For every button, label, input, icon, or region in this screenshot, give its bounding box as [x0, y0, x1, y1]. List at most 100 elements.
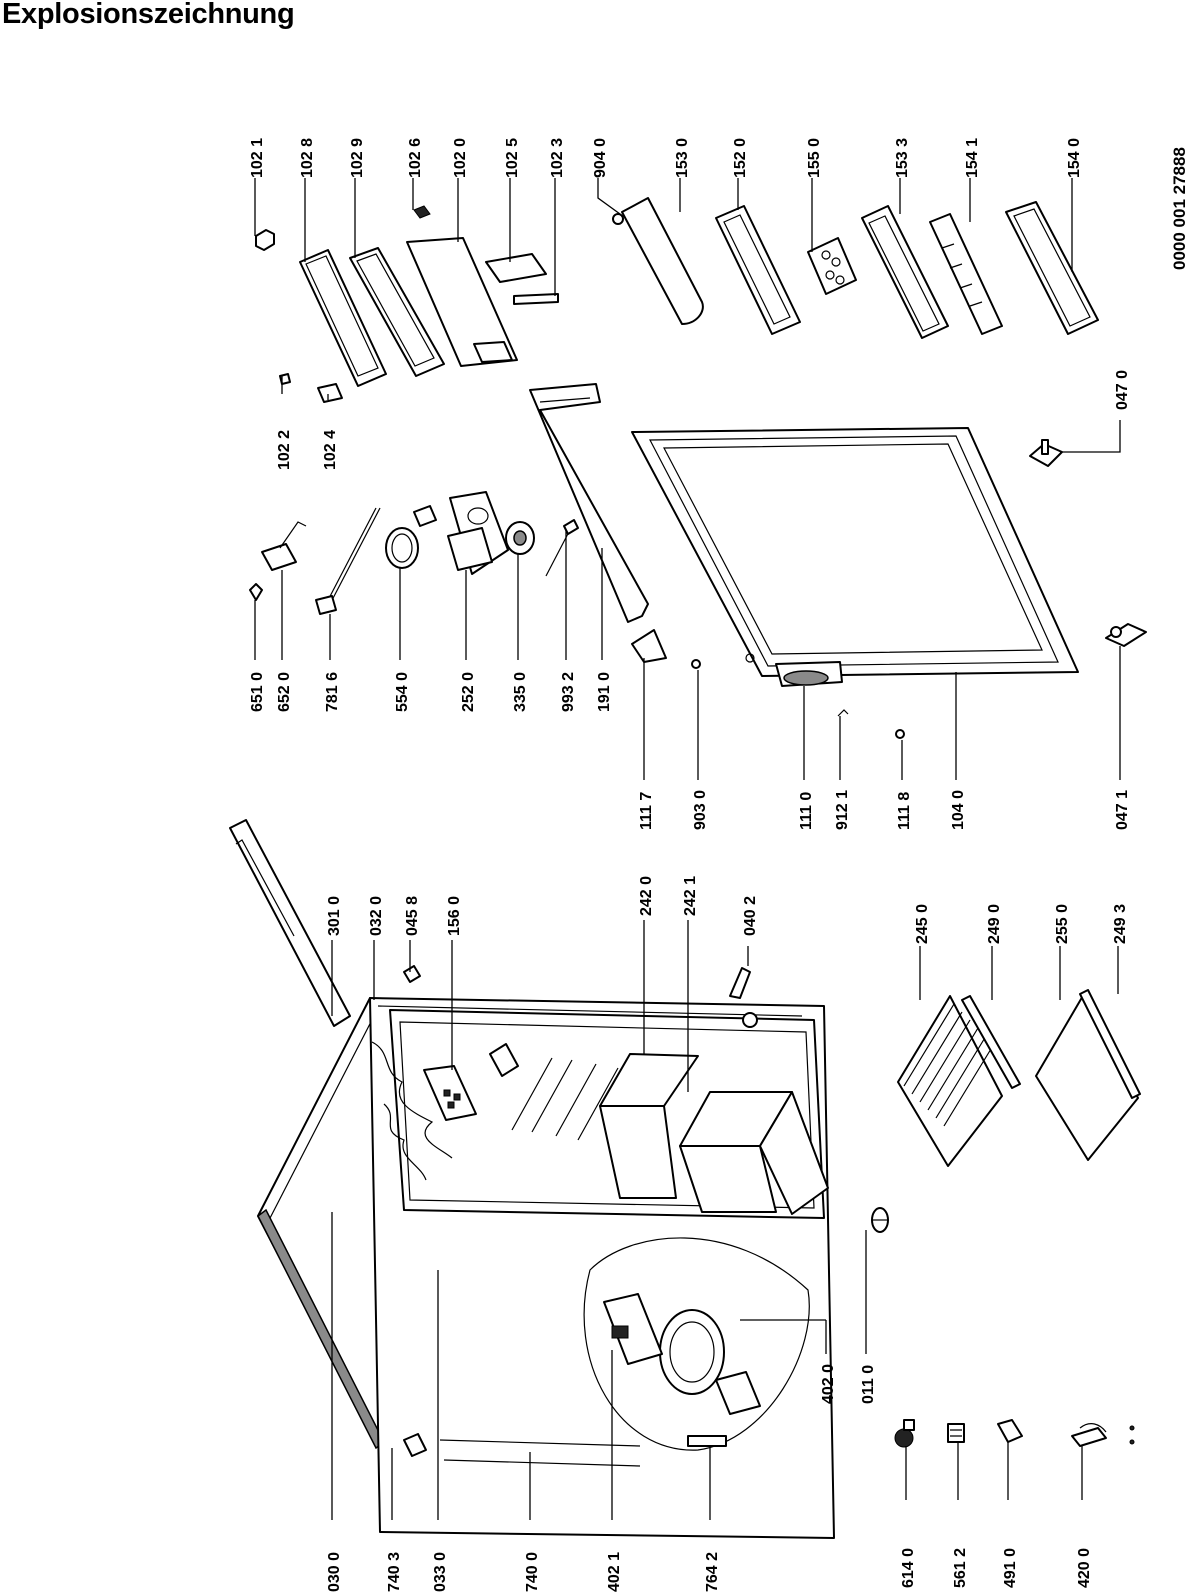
- part-label: 102 5: [504, 138, 521, 178]
- part-045-8: [403, 965, 421, 983]
- part-label: 033 0: [432, 1552, 449, 1592]
- part-102-1: [255, 229, 275, 251]
- part-label: 102 4: [322, 430, 339, 470]
- part-252-0-thermostat-housing: [447, 491, 509, 575]
- part-label: 040 2: [742, 896, 759, 936]
- part-153-0-door-bin: [621, 197, 704, 325]
- part-245-0-wire-shelf: [897, 995, 1003, 1167]
- part-011-0: [871, 1207, 889, 1233]
- part-label: 651 0: [249, 672, 266, 712]
- part-154-0-bottle-bin: [1005, 201, 1099, 335]
- part-242-1-crisper: [679, 1091, 829, 1215]
- part-652-0-switch: [261, 521, 307, 571]
- part-102-5-plate: [485, 253, 547, 283]
- part-label: 102 8: [299, 138, 316, 178]
- part-335-0-knob: [505, 521, 535, 555]
- part-label: 153 3: [894, 138, 911, 178]
- part-402-1-relay: [603, 1293, 663, 1365]
- part-249-0-shelf-trim: [961, 995, 1021, 1089]
- part-label: 781 6: [324, 672, 341, 712]
- part-label: 155 0: [806, 138, 823, 178]
- part-102-9-frame: [349, 247, 445, 377]
- part-label: 740 0: [524, 1552, 541, 1592]
- part-155-0-egg-tray: [807, 237, 857, 295]
- part-label: 249 0: [986, 904, 1003, 944]
- part-label: 249 3: [1112, 904, 1129, 944]
- part-040-2-hinge: [729, 967, 758, 1028]
- page-title: Explosionszeichnung: [2, 0, 295, 30]
- part-label: 912 1: [834, 790, 851, 830]
- part-104-0-door: [631, 427, 1079, 677]
- part-label: 154 0: [1066, 138, 1083, 178]
- part-561-2: [947, 1423, 965, 1443]
- part-label: 993 2: [560, 672, 577, 712]
- part-740-3: [403, 1433, 427, 1457]
- part-label: 903 0: [692, 790, 709, 830]
- part-label: 764 2: [704, 1552, 721, 1592]
- part-label: 045 8: [404, 896, 421, 936]
- part-label: 191 0: [596, 672, 613, 712]
- part-102-6: [413, 205, 431, 219]
- part-993-2: [545, 519, 579, 577]
- part-label: 904 0: [592, 138, 609, 178]
- part-label: 102 9: [349, 138, 366, 178]
- part-111-8: [895, 729, 905, 739]
- part-249-3-shelf-trim: [1079, 989, 1141, 1099]
- part-554-0-light-cover: [385, 505, 437, 569]
- part-label: 111 7: [638, 792, 655, 830]
- part-903-0: [691, 659, 701, 669]
- part-label: 104 0: [950, 790, 967, 830]
- part-491-0: [997, 1419, 1023, 1443]
- part-402-0-compressor: [659, 1309, 761, 1415]
- part-102-4: [317, 383, 343, 403]
- part-label: 011 0: [860, 1365, 877, 1404]
- part-label: 252 0: [460, 672, 477, 712]
- part-191-0-door-liner-strip: [529, 383, 649, 623]
- part-label: 491 0: [1002, 1548, 1019, 1588]
- part-764-2: [687, 1435, 727, 1447]
- part-111-7: [631, 629, 667, 663]
- part-label: 102 3: [549, 138, 566, 178]
- part-156-0-lamp-housing: [423, 1065, 477, 1121]
- part-label: 111 0: [798, 792, 815, 830]
- part-102-0-freezer-flap: [406, 237, 518, 367]
- part-label: 402 1: [606, 1552, 623, 1592]
- part-label: 047 0: [1114, 370, 1131, 410]
- cabinet-interior-rails: [489, 1043, 619, 1141]
- part-label: 242 1: [682, 876, 699, 916]
- part-label: 102 0: [452, 138, 469, 178]
- part-label: 102 6: [407, 138, 424, 178]
- part-047-0-foot: [1029, 439, 1063, 467]
- part-label: 111 8: [896, 792, 913, 830]
- part-154-1-bottle-holder: [929, 213, 1003, 335]
- part-label: 255 0: [1054, 904, 1071, 944]
- part-255-0-glass-shelf: [1035, 993, 1139, 1161]
- cabinet-body: [257, 997, 835, 1539]
- part-label: 740 3: [386, 1552, 403, 1592]
- part-label: 032 0: [368, 896, 385, 936]
- part-420-0: [1071, 1423, 1107, 1447]
- part-781-6-sensor: [315, 507, 381, 615]
- part-label: 554 0: [394, 672, 411, 712]
- part-614-0: [894, 1419, 915, 1448]
- part-label: 156 0: [446, 896, 463, 936]
- part-047-1-foot: [1105, 623, 1147, 647]
- part-242-0-crisper: [599, 1053, 699, 1199]
- part-label: 301 0: [326, 896, 343, 936]
- part-152-0-door-bin: [715, 205, 801, 335]
- leader-lines: [254, 178, 1121, 1520]
- part-label: 614 0: [900, 1548, 917, 1588]
- part-label: 154 1: [964, 138, 981, 178]
- part-102-8-gasket-frame: [299, 249, 387, 387]
- part-label: 102 2: [276, 430, 293, 470]
- part-dots: [1129, 1425, 1135, 1445]
- part-111-0-handle: [775, 661, 843, 687]
- part-032-0-liner: [377, 1005, 803, 1017]
- part-label: 152 0: [732, 138, 749, 178]
- part-651-0: [249, 583, 263, 601]
- part-904-0: [612, 213, 624, 225]
- part-301-0-top-strip: [229, 819, 351, 1027]
- part-102-3-hinge: [513, 293, 559, 305]
